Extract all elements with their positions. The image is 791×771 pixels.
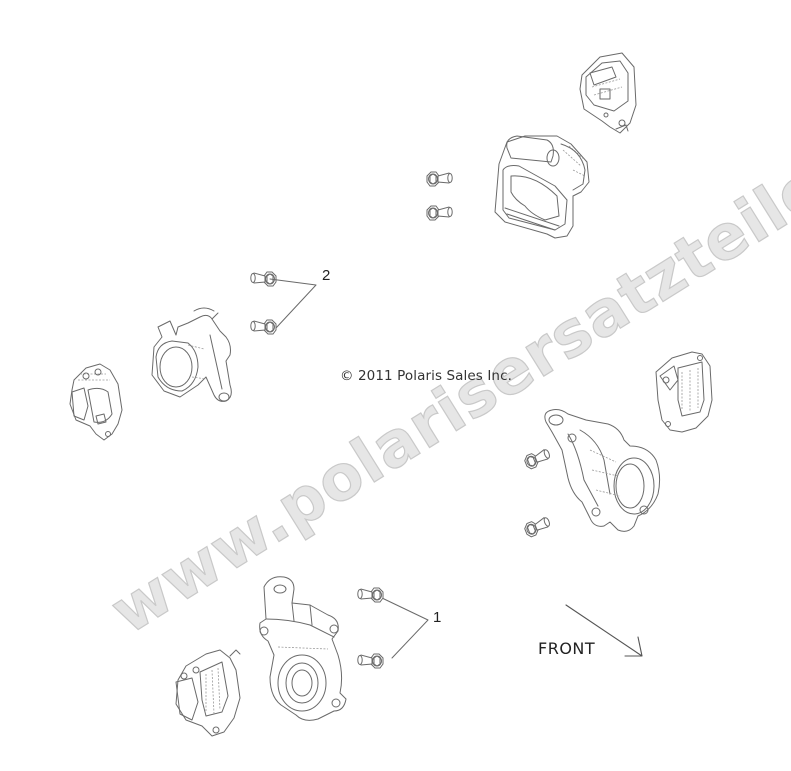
caliper-left bbox=[66, 360, 131, 442]
callout-number-1: 1 bbox=[433, 609, 442, 626]
caliper-right bbox=[652, 350, 717, 433]
knuckle-right bbox=[538, 409, 668, 535]
caliper-top-right bbox=[572, 45, 642, 135]
bolts-callout-2 bbox=[248, 271, 278, 342]
callout-number-2: 2 bbox=[322, 267, 331, 284]
bearing-carrier-left bbox=[148, 305, 243, 410]
bearing-carrier-top bbox=[485, 130, 595, 245]
knuckle-bottom bbox=[248, 575, 348, 725]
bolts-callout-1 bbox=[355, 587, 385, 678]
front-direction-label: FRONT bbox=[538, 639, 596, 658]
bolts-right bbox=[522, 447, 553, 545]
copyright-notice: © 2011 Polaris Sales Inc. bbox=[340, 368, 512, 384]
caliper-bottom bbox=[172, 640, 250, 740]
arrow-down-right-icon bbox=[566, 605, 644, 657]
bolts-top bbox=[425, 170, 455, 230]
